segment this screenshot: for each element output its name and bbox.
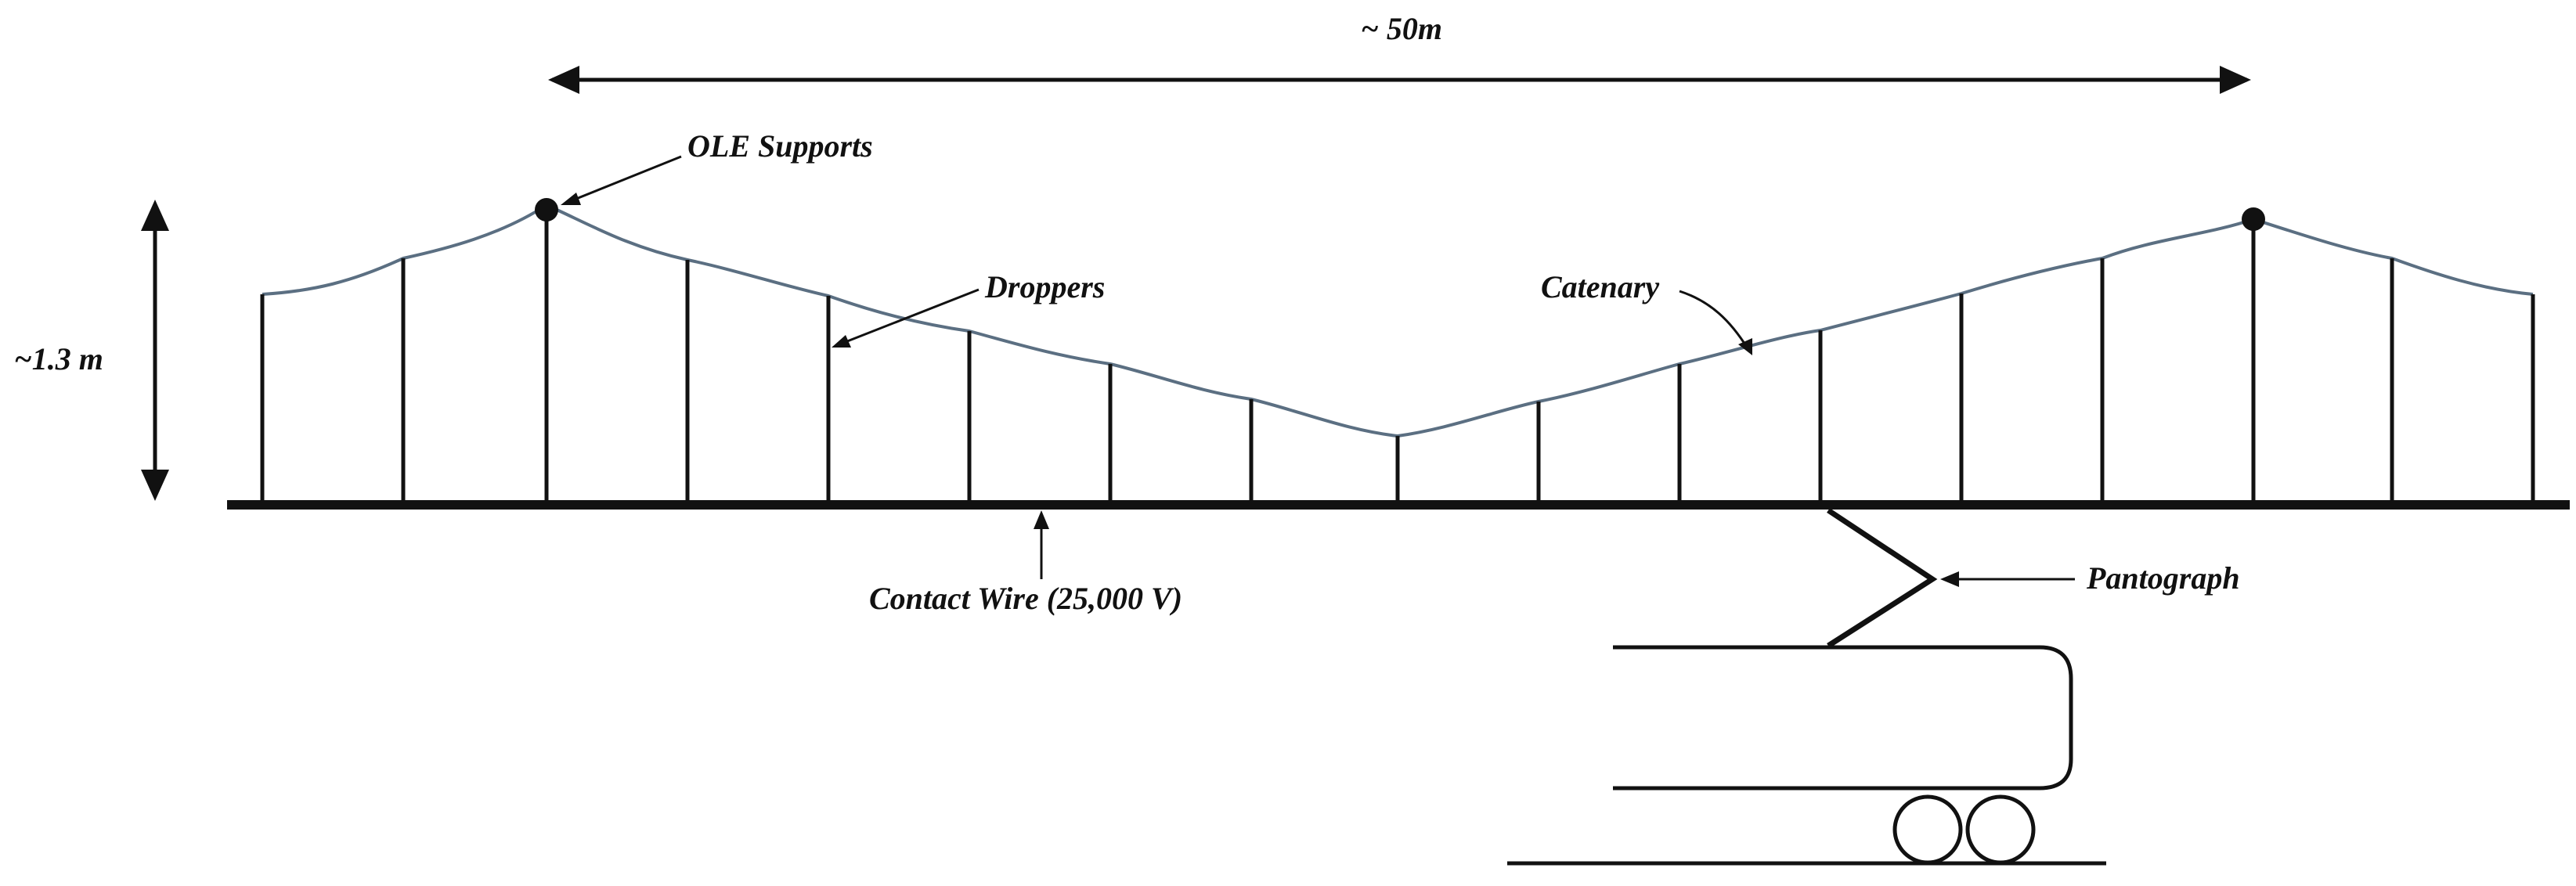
contact-wire-leader-head [1034, 510, 1049, 529]
droppers-label: Droppers [984, 269, 1105, 304]
span-label: ~ 50m [1361, 11, 1442, 46]
pantograph-leader-head [1940, 571, 1959, 587]
supports-leader [568, 155, 682, 203]
contact-wire-label: Contact Wire (25,000 V) [869, 581, 1182, 616]
catenary-leader-head [1738, 338, 1752, 355]
droppers-leader [839, 288, 980, 346]
supports-label: OLE Supports [687, 128, 873, 164]
wheel [1965, 794, 2036, 865]
ole-support-right [2242, 207, 2265, 231]
pantograph-label: Pantograph [2086, 560, 2240, 596]
pantograph [1827, 508, 1938, 648]
wheel [1892, 794, 1963, 865]
catenary-wire [262, 203, 2534, 438]
catenary-label: Catenary [1541, 269, 1659, 304]
leader-heads [561, 193, 1959, 587]
ole-support-left [535, 198, 558, 222]
catenary-leader [1679, 290, 1749, 349]
height-label: ~1.3 m [14, 341, 103, 376]
train-body [1613, 645, 2073, 791]
height-arrow-head-top [141, 200, 169, 231]
droppers [260, 205, 2535, 505]
leaders [568, 155, 2075, 581]
droppers-leader-head [832, 335, 851, 348]
span-arrow-head-left [548, 66, 579, 94]
height-arrow-head-bottom [141, 470, 169, 501]
span-arrow-head-right [2220, 66, 2251, 94]
supports-leader-head [561, 193, 581, 205]
